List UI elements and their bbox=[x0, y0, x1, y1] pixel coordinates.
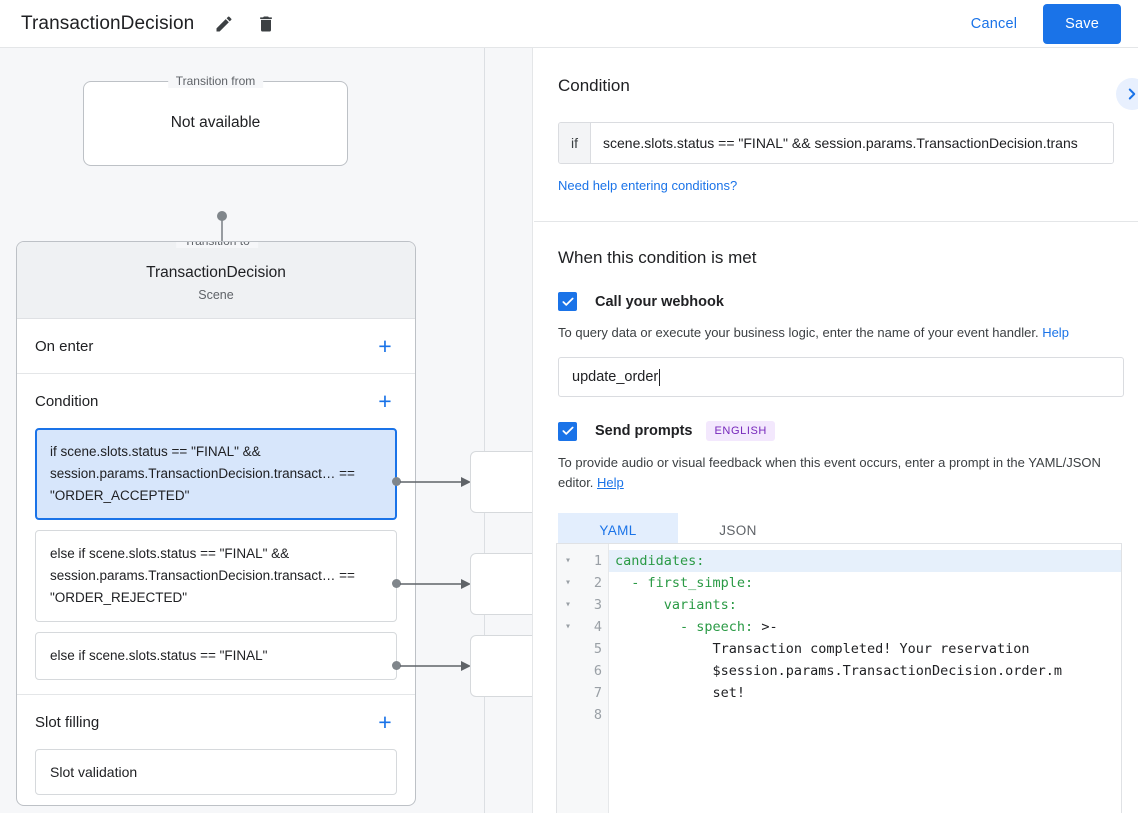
when-met-section: When this condition is met Call your web… bbox=[534, 222, 1138, 547]
condition-arrow-1 bbox=[400, 579, 471, 589]
transition-to-header[interactable]: TransactionDecision Scene bbox=[17, 242, 415, 319]
condition-list: if scene.slots.status == "FINAL" && sess… bbox=[35, 428, 397, 694]
target-box-1[interactable] bbox=[470, 553, 532, 615]
webhook-handler-input[interactable]: update_order bbox=[558, 357, 1124, 397]
prompts-description: To provide audio or visual feedback when… bbox=[558, 453, 1110, 493]
transition-to-subtitle: Scene bbox=[198, 288, 234, 302]
line-number-6: 6 bbox=[593, 663, 602, 679]
code-line-1[interactable]: candidates: bbox=[609, 550, 1121, 572]
transition-from-node[interactable]: Transition from Not available bbox=[83, 74, 348, 166]
editor-code-area[interactable]: candidates: - first_simple: variants: - … bbox=[609, 544, 1121, 813]
add-condition-button[interactable]: + bbox=[378, 387, 392, 414]
webhook-description: To query data or execute your business l… bbox=[558, 323, 1110, 343]
condition-port-1[interactable] bbox=[392, 579, 401, 588]
condition-detail-section: Condition if scene.slots.status == "FINA… bbox=[534, 48, 1138, 195]
code-line-8[interactable] bbox=[609, 704, 1121, 726]
tab-yaml[interactable]: YAML bbox=[558, 513, 678, 547]
section-condition: Condition + if scene.slots.status == "FI… bbox=[17, 374, 415, 695]
transition-to-name: TransactionDecision bbox=[146, 264, 286, 281]
condition-detail-title: Condition bbox=[558, 76, 630, 95]
fold-toggle-1[interactable]: ▾ bbox=[564, 555, 572, 566]
cancel-button[interactable]: Cancel bbox=[959, 8, 1029, 40]
section-on-enter: On enter + bbox=[17, 319, 415, 374]
webhook-description-text: To query data or execute your business l… bbox=[558, 325, 1043, 340]
graph-pane: Transition from Not available Transition… bbox=[0, 48, 533, 813]
code-line-3[interactable]: variants: bbox=[663, 597, 737, 613]
language-badge: ENGLISH bbox=[706, 421, 775, 441]
save-button[interactable]: Save bbox=[1043, 3, 1121, 44]
slot-validation-item[interactable]: Slot validation bbox=[35, 749, 397, 795]
pencil-icon[interactable] bbox=[212, 12, 236, 36]
editor-line-numbers: 1 2 3 4 5 6 7 8 bbox=[579, 544, 609, 813]
section-slot-filling: Slot filling + Slot validation bbox=[17, 695, 415, 805]
line-number-5: 5 bbox=[593, 641, 602, 657]
transition-to-legend: Transition to bbox=[176, 242, 258, 248]
add-slot-filling-button[interactable]: + bbox=[378, 708, 392, 735]
section-slot-filling-label: Slot filling bbox=[35, 713, 100, 731]
code-line-7[interactable]: set! bbox=[712, 685, 746, 701]
fold-toggle-7[interactable] bbox=[557, 682, 579, 704]
condition-input-row[interactable]: if scene.slots.status == "FINAL" && sess… bbox=[558, 122, 1114, 164]
page-title: TransactionDecision bbox=[21, 12, 195, 34]
fold-toggle-6[interactable] bbox=[557, 660, 579, 682]
condition-item-1[interactable]: else if scene.slots.status == "FINAL" &&… bbox=[35, 530, 397, 622]
condition-arrow-0 bbox=[400, 477, 471, 487]
add-on-enter-button[interactable]: + bbox=[378, 332, 392, 359]
trash-icon[interactable] bbox=[254, 12, 278, 36]
code-line-2[interactable]: - first_simple: bbox=[631, 575, 754, 591]
condition-item-2[interactable]: else if scene.slots.status == "FINAL" bbox=[35, 632, 397, 680]
text-caret bbox=[659, 368, 661, 386]
condition-item-0[interactable]: if scene.slots.status == "FINAL" && sess… bbox=[35, 428, 397, 520]
prompts-check-row: Send prompts ENGLISH bbox=[558, 421, 1114, 441]
section-condition-label: Condition bbox=[35, 392, 99, 410]
fold-toggle-3[interactable]: ▾ bbox=[564, 599, 572, 610]
webhook-check-row: Call your webhook bbox=[558, 292, 1114, 311]
condition-expression-input[interactable]: scene.slots.status == "FINAL" && session… bbox=[591, 123, 1113, 163]
condition-port-0[interactable] bbox=[392, 477, 401, 486]
transition-from-value: Not available bbox=[170, 114, 261, 131]
code-line-4[interactable]: - speech: >- bbox=[680, 619, 778, 635]
line-number-2: 2 bbox=[593, 575, 602, 591]
webhook-handler-value: update_order bbox=[572, 369, 659, 385]
slot-filling-list: Slot validation bbox=[35, 749, 397, 805]
fold-toggle-2[interactable]: ▾ bbox=[564, 577, 572, 588]
prompts-help-link[interactable]: Help bbox=[597, 475, 624, 490]
call-webhook-checkbox[interactable] bbox=[558, 292, 577, 311]
fold-toggle-4[interactable]: ▾ bbox=[564, 621, 572, 632]
line-number-1: 1 bbox=[593, 553, 602, 569]
condition-arrow-2 bbox=[400, 661, 471, 671]
line-number-7: 7 bbox=[593, 685, 602, 701]
when-condition-met-title: When this condition is met bbox=[558, 248, 757, 267]
editor-fold-column[interactable]: ▾ ▾ ▾ ▾ bbox=[557, 544, 579, 813]
fold-toggle-8[interactable] bbox=[557, 704, 579, 726]
prompts-description-text: To provide audio or visual feedback when… bbox=[558, 455, 1101, 490]
top-bar: TransactionDecision Cancel Save bbox=[0, 0, 1138, 48]
webhook-help-link[interactable]: Help bbox=[1042, 325, 1069, 340]
section-on-enter-label: On enter bbox=[35, 337, 94, 355]
send-prompts-label: Send prompts bbox=[595, 423, 693, 439]
condition-port-2[interactable] bbox=[392, 661, 401, 670]
send-prompts-checkbox[interactable] bbox=[558, 421, 577, 441]
tab-json[interactable]: JSON bbox=[719, 522, 757, 538]
transition-from-legend: Transition from bbox=[167, 74, 264, 88]
line-number-3: 3 bbox=[593, 597, 602, 613]
chevron-right-icon[interactable] bbox=[1116, 78, 1138, 110]
condition-if-prefix: if bbox=[559, 123, 591, 163]
call-webhook-label: Call your webhook bbox=[595, 293, 724, 310]
editor-format-tabs: YAML JSON bbox=[558, 513, 1114, 547]
line-number-8: 8 bbox=[593, 707, 602, 723]
fold-toggle-5[interactable] bbox=[557, 638, 579, 660]
target-box-0[interactable] bbox=[470, 451, 532, 513]
line-number-4: 4 bbox=[593, 619, 602, 635]
code-line-6[interactable]: $session.params.TransactionDecision.orde… bbox=[712, 663, 1063, 679]
transition-to-node: Transition to TransactionDecision Scene … bbox=[16, 241, 416, 806]
yaml-code-editor[interactable]: ▾ ▾ ▾ ▾ 1 2 3 4 5 6 7 8 candidates: - first_simple… bbox=[556, 543, 1122, 813]
code-line-5[interactable]: Transaction completed! Your reservation bbox=[712, 641, 1030, 657]
target-box-2[interactable] bbox=[470, 635, 532, 697]
detail-divider bbox=[534, 221, 1138, 222]
lane-divider bbox=[484, 48, 485, 813]
need-help-link[interactable]: Need help entering conditions? bbox=[558, 178, 738, 193]
